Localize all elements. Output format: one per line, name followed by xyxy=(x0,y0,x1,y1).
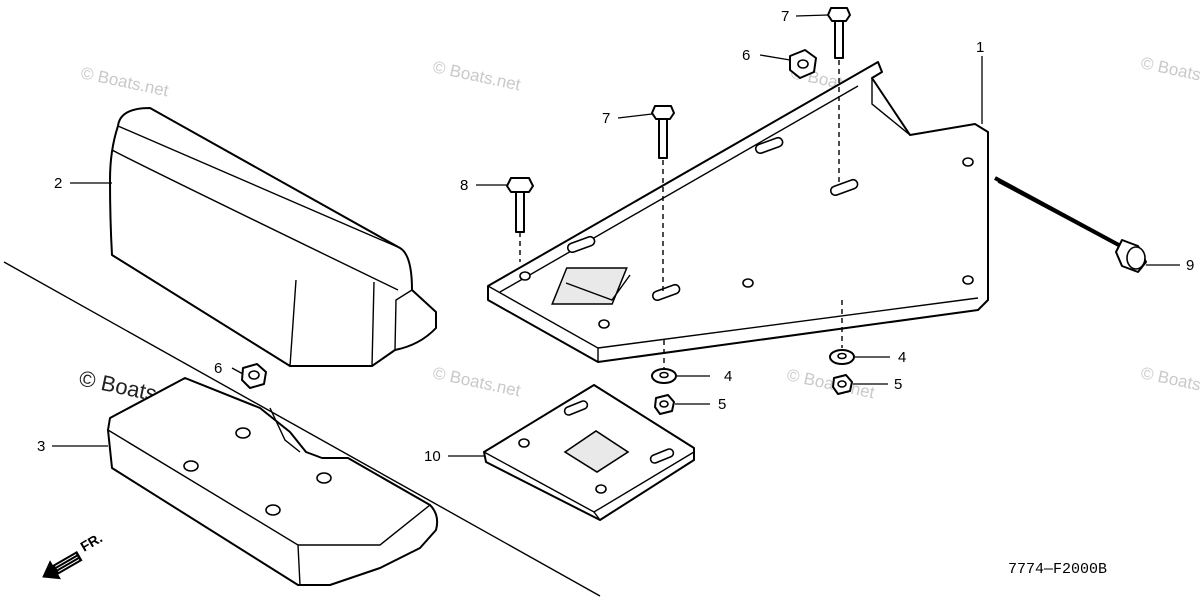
part-7-bolt-b xyxy=(827,7,851,186)
part-8-bolt xyxy=(506,177,534,262)
part-4-washer-a xyxy=(651,368,677,384)
leader-lines xyxy=(52,14,1180,457)
part-6-nut-a xyxy=(789,49,817,79)
part-9-long-bolt xyxy=(994,176,1147,273)
watermark: © Boats.net xyxy=(1139,53,1200,90)
part-6-nut-b xyxy=(241,363,267,389)
callout-5: 5 xyxy=(718,396,726,413)
callout-9: 9 xyxy=(1186,257,1194,274)
callout-6: 6 xyxy=(742,47,750,64)
callout-10: 10 xyxy=(424,448,441,465)
callout-2: 2 xyxy=(54,175,62,192)
part-1-bracket xyxy=(487,61,989,363)
callout-7: 7 xyxy=(781,8,789,25)
part-4-washer-b xyxy=(829,349,855,365)
part-5-nut-b xyxy=(832,374,853,395)
callout-8: 8 xyxy=(460,177,468,194)
arrow-icon xyxy=(42,550,83,580)
part-5-nut-a xyxy=(654,394,675,415)
callout-3: 3 xyxy=(37,438,45,455)
part-7-bolt-a xyxy=(651,105,675,292)
watermark: © Boats.net xyxy=(79,63,170,100)
callout-4: 4 xyxy=(724,368,732,385)
watermark: © Boats.net xyxy=(431,363,522,400)
watermark: © Boats.net xyxy=(1139,363,1200,400)
front-direction-arrow: FR. xyxy=(42,529,106,580)
callout-4: 4 xyxy=(898,349,906,366)
part-3-pad xyxy=(107,377,439,586)
drawing-code: 7774—F2000B xyxy=(1008,561,1107,578)
part-10-plate xyxy=(483,384,695,521)
callout-7: 7 xyxy=(602,110,610,127)
watermark: © Boats.net xyxy=(431,57,522,94)
callouts: 1 2 3 4 4 5 5 6 6 7 7 8 9 10 xyxy=(37,8,1194,465)
reference-line xyxy=(3,261,601,597)
front-label: FR. xyxy=(78,529,106,554)
part-2-cover xyxy=(109,107,437,367)
callout-1: 1 xyxy=(976,39,984,56)
callout-6: 6 xyxy=(214,360,222,377)
callout-5: 5 xyxy=(894,376,902,393)
